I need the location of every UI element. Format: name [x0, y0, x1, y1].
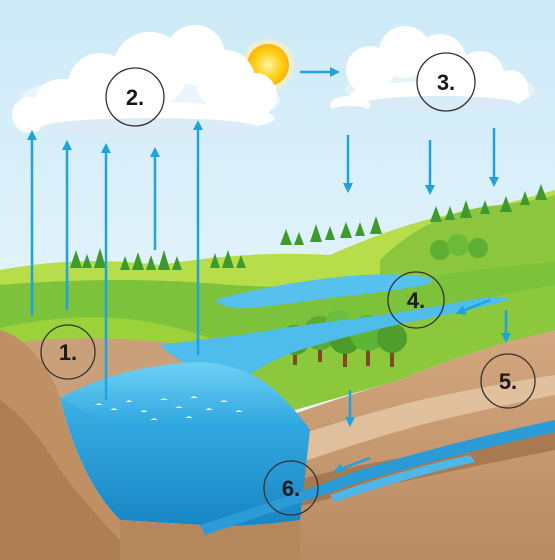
label-1-text: 1. [59, 340, 77, 365]
distant-trees [70, 184, 547, 270]
lake-sparkles [95, 396, 243, 420]
label-3-text: 3. [437, 70, 455, 95]
precipitation-arrows [343, 128, 499, 195]
label-6: 6. [263, 460, 319, 516]
label-2-text: 2. [126, 85, 144, 110]
evaporation-arrows [27, 120, 203, 400]
lake-surface [60, 362, 310, 430]
left-cliff-shade [0, 400, 120, 560]
lake-front [60, 398, 310, 527]
right-bank-grass [237, 285, 555, 420]
label-4: 4. [387, 271, 445, 329]
cloud-small [330, 96, 370, 114]
label-1: 1. [40, 324, 96, 380]
label-3: 3. [416, 52, 476, 112]
left-bank-grass [0, 317, 215, 345]
flow-arrows [333, 298, 511, 473]
soil-layer-light [270, 375, 555, 470]
river-main [160, 297, 510, 377]
groundwater-stream [200, 420, 555, 535]
label-4-text: 4. [407, 288, 425, 313]
label-5: 5. [480, 353, 536, 409]
label-2: 2. [105, 67, 165, 127]
label-5-text: 5. [499, 369, 517, 394]
river-upper [215, 274, 433, 309]
bottom-soil [120, 520, 300, 560]
groundwater-stream-2 [330, 455, 475, 502]
label-6-text: 6. [282, 476, 300, 501]
cloud-left [12, 25, 280, 138]
